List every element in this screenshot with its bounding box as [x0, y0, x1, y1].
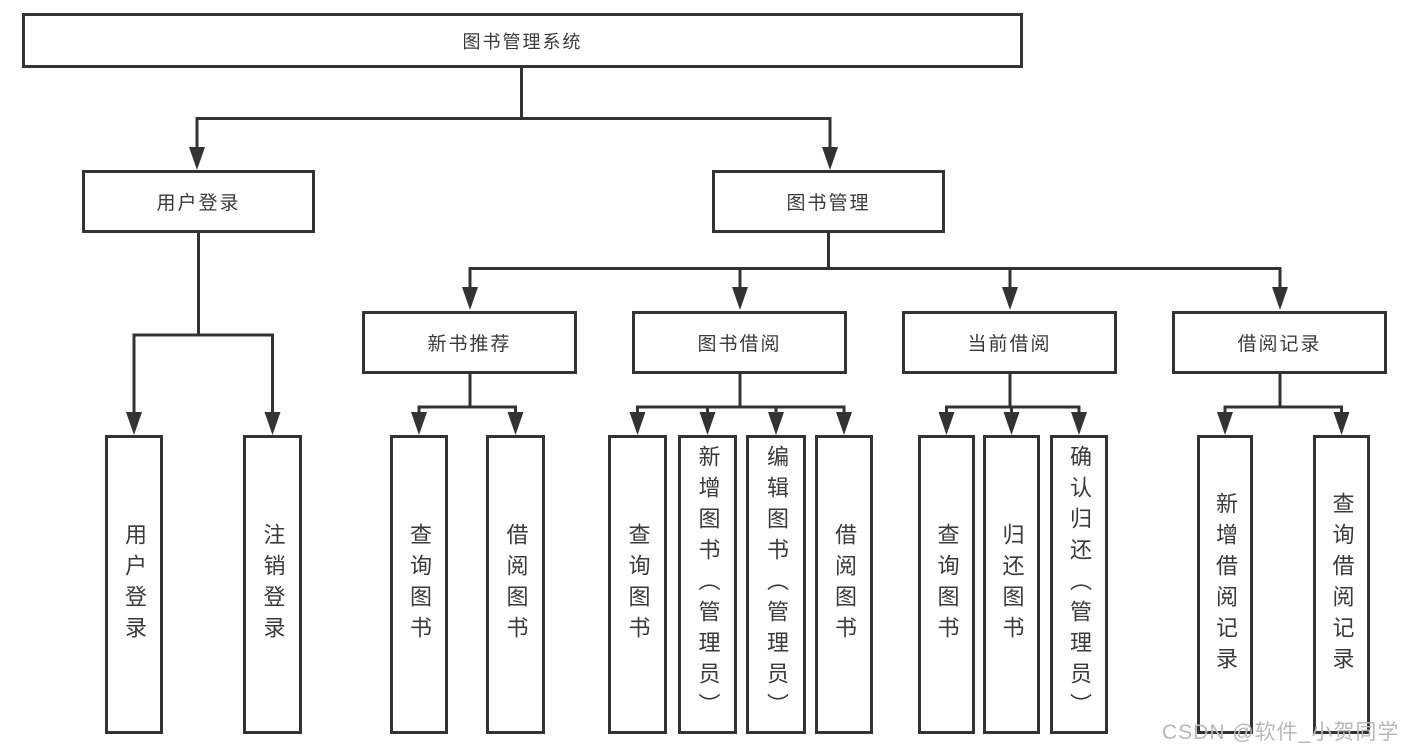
- arrowhead: [1071, 412, 1087, 435]
- csdn-watermark: CSDN @软件_小贺同学: [1162, 721, 1400, 744]
- leaf-edit-book-admin: 编辑图书（管理员）: [746, 435, 806, 734]
- leaf-return-book: 归还图书: [983, 435, 1040, 734]
- connector-user-login-children: [126, 233, 281, 435]
- arrowhead: [462, 287, 478, 310]
- arrowhead: [822, 147, 838, 170]
- arrowhead: [938, 412, 955, 435]
- arrowhead: [699, 412, 716, 435]
- leaf-query-borrow-record: 查询借阅记录: [1313, 435, 1370, 734]
- arrowhead: [411, 412, 427, 435]
- leaf-borrow-book: 借阅图书: [815, 435, 873, 734]
- leaf-user-login: 用户登录: [105, 435, 163, 734]
- arrowhead: [1002, 287, 1018, 310]
- leaf-add-book-admin: 新增图书（管理员）: [678, 435, 737, 734]
- arrowhead: [1272, 287, 1288, 310]
- arrowhead: [1217, 412, 1233, 435]
- arrowhead: [1003, 412, 1020, 435]
- node-root: 图书管理系统: [22, 13, 1023, 68]
- connector-book-mgmt-children: [462, 233, 1288, 310]
- node-book-borrow: 图书借阅: [632, 311, 847, 374]
- arrowhead: [732, 287, 748, 310]
- connector-new-book-rec-children: [411, 374, 524, 435]
- connector-borrow-records-children: [1217, 374, 1350, 435]
- leaf-current-query-book: 查询图书: [918, 435, 975, 734]
- leaf-recommend-query-book: 查询图书: [390, 435, 448, 734]
- connector-root-children: [189, 68, 838, 170]
- leaf-confirm-return-admin: 确认归还（管理员）: [1050, 435, 1108, 734]
- leaf-borrow-query-book: 查询图书: [608, 435, 667, 734]
- node-new-book-recommend: 新书推荐: [362, 311, 577, 374]
- arrowhead: [507, 412, 524, 435]
- node-current-borrow: 当前借阅: [902, 311, 1117, 374]
- arrowhead: [189, 147, 205, 170]
- leaf-recommend-borrow-book: 借阅图书: [486, 435, 545, 734]
- connector-current-borrow-children: [938, 374, 1087, 435]
- leaf-add-borrow-record: 新增借阅记录: [1197, 435, 1253, 734]
- node-borrow-records: 借阅记录: [1172, 311, 1387, 374]
- connector-book-borrow-children: [629, 374, 852, 435]
- node-user-login: 用户登录: [82, 170, 315, 233]
- arrowhead: [836, 412, 852, 435]
- arrowhead: [264, 412, 281, 435]
- arrowhead: [1333, 412, 1350, 435]
- leaf-logout: 注销登录: [243, 435, 302, 734]
- arrowhead: [768, 412, 784, 435]
- arrowhead: [126, 412, 142, 435]
- node-book-management: 图书管理: [712, 170, 945, 233]
- arrowhead: [629, 412, 646, 435]
